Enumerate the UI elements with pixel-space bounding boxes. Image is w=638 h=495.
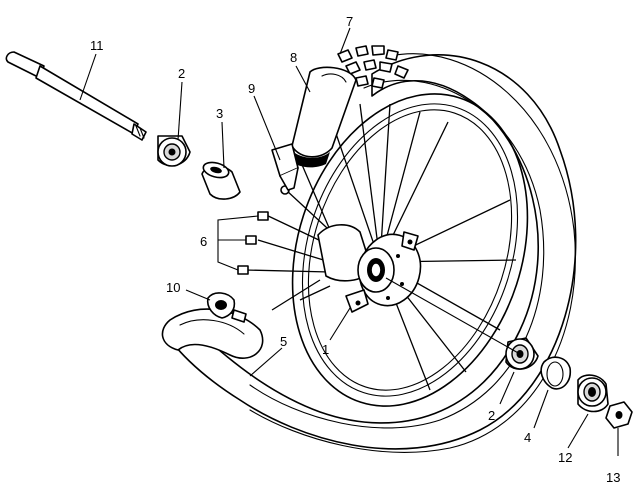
spacer	[201, 161, 241, 200]
callout-12: 12	[558, 450, 572, 465]
callout-2-left: 2	[178, 66, 185, 81]
callout-7: 7	[346, 14, 353, 29]
callout-13: 13	[606, 470, 620, 485]
callout-9: 9	[248, 81, 255, 96]
callout-3: 3	[216, 106, 223, 121]
spoke-heads	[237, 185, 290, 275]
callouts: 7 8 9 11 2 3 6 10 5 1 2 4 12 13	[90, 14, 620, 485]
axle	[5, 51, 147, 141]
oil-seal	[540, 356, 572, 390]
callout-6: 6	[200, 234, 207, 249]
rim-lock	[271, 143, 299, 191]
callout-10: 10	[166, 280, 180, 295]
axle-nut	[605, 401, 633, 429]
valve	[206, 292, 247, 323]
bearing-left	[157, 135, 191, 167]
hub	[317, 224, 422, 313]
callout-5: 5	[280, 334, 287, 349]
callout-1: 1	[322, 342, 329, 357]
callout-11: 11	[90, 38, 104, 53]
inner-tube	[161, 308, 264, 359]
callout-2-right: 2	[488, 408, 495, 423]
tread-knobs	[337, 45, 409, 89]
collar	[577, 374, 609, 413]
callout-8: 8	[290, 50, 297, 65]
leader-lines	[79, 27, 619, 456]
callout-4: 4	[524, 430, 531, 445]
rim-band	[286, 66, 357, 168]
